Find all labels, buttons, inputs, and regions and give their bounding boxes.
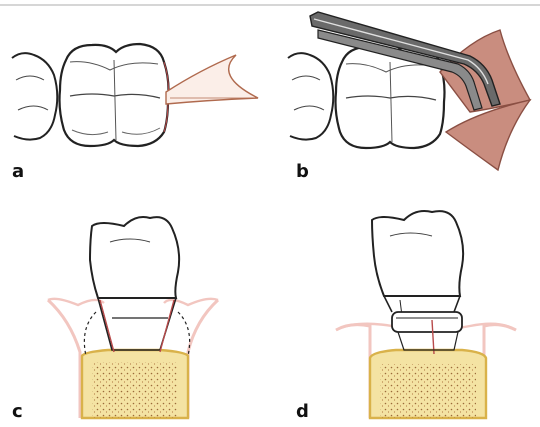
neighbor-tooth-b xyxy=(288,53,333,140)
root-band-d xyxy=(392,312,462,332)
panel-c: c xyxy=(12,217,218,422)
tooth-crown-c xyxy=(90,217,179,298)
tooth-crown-d xyxy=(372,211,463,296)
panel-label-d: d xyxy=(296,401,309,422)
panel-label-a: a xyxy=(12,161,24,182)
forceps-tip-lower xyxy=(446,100,530,170)
panel-b: b xyxy=(288,12,530,182)
panel-label-c: c xyxy=(12,401,23,422)
panel-label-b: b xyxy=(296,161,309,182)
periotome-blade xyxy=(166,55,258,104)
neighbor-tooth-a xyxy=(12,53,57,140)
tooth-root-c xyxy=(98,298,176,350)
panel-a: a xyxy=(12,44,258,182)
panel-d: d xyxy=(296,211,516,422)
